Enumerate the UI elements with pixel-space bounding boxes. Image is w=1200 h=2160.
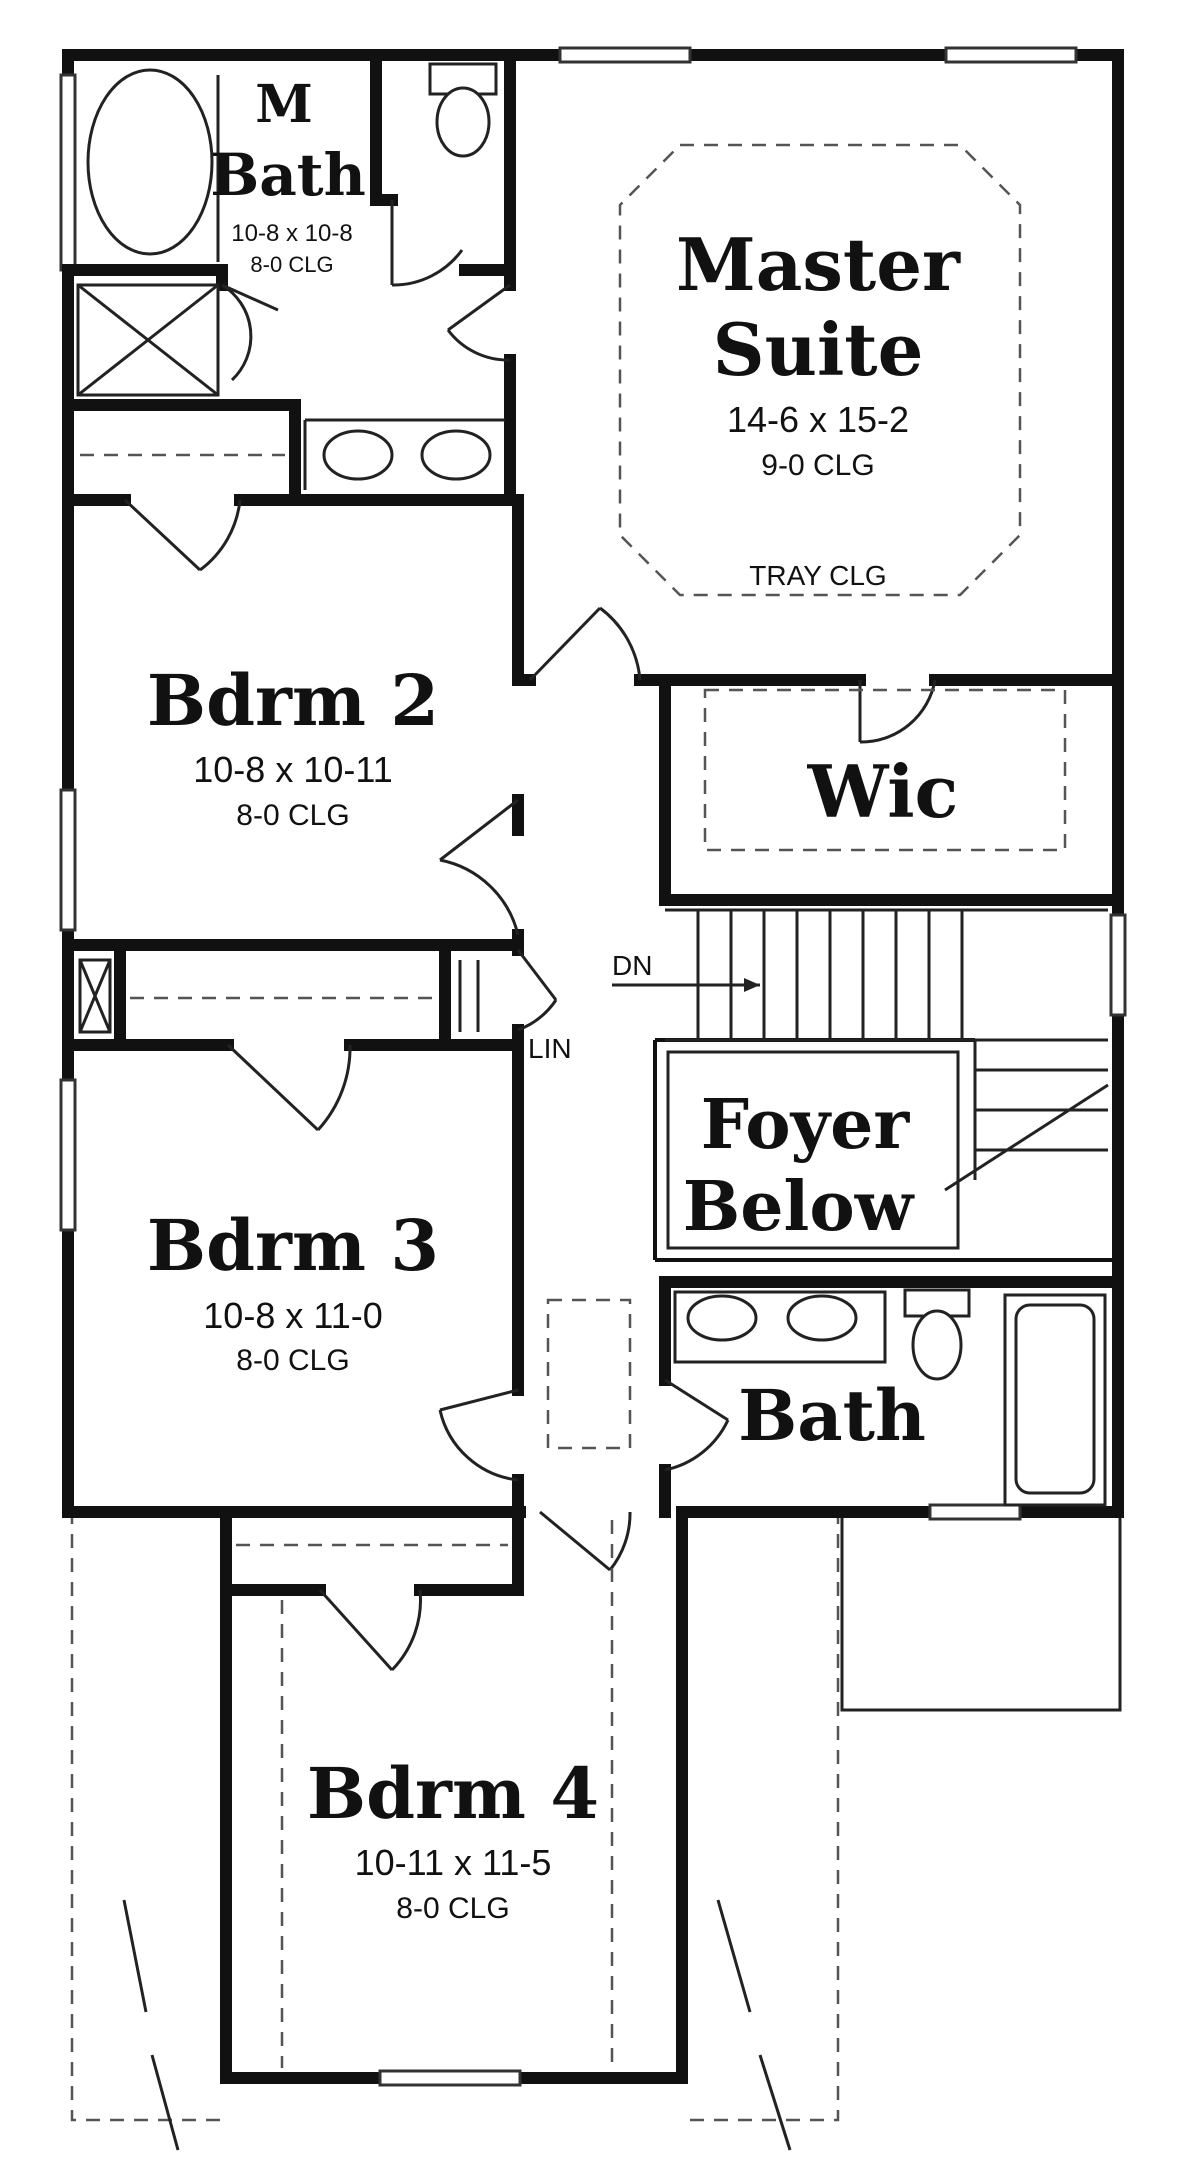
annotations: DN LIN	[528, 950, 652, 1064]
dashed-outlines	[80, 143, 1067, 2068]
master-suite-ceiling: 9-0 CLG	[761, 449, 874, 482]
bdrm3-ceiling: 8-0 CLG	[236, 1344, 349, 1377]
foyer-name-line1: Foyer	[701, 1085, 911, 1165]
bdrm4-size: 10-11 x 11-5	[355, 1842, 552, 1883]
room-foyer-below: Foyer Below	[683, 1085, 915, 1247]
linen-label: LIN	[528, 1033, 572, 1064]
master-suite-tray-ceiling: TRAY CLG	[749, 560, 886, 591]
room-bdrm4: Bdrm 4 10-11 x 11-5 8-0 CLG	[307, 1752, 599, 1925]
bdrm2-ceiling: 8-0 CLG	[236, 799, 349, 832]
bdrm3-size: 10-8 x 11-0	[203, 1295, 382, 1336]
bdrm3-name: Bdrm 3	[147, 1204, 439, 1287]
exterior-walls	[62, 49, 1124, 2084]
master-bath-name-line1: M	[255, 74, 313, 135]
bdrm2-size: 10-8 x 10-11	[193, 749, 392, 790]
bath-name: Bath	[738, 1374, 926, 1457]
master-suite-size: 14-6 x 15-2	[727, 399, 909, 440]
foyer-name-line2: Below	[683, 1167, 915, 1247]
master-suite-name-line1: Master	[676, 222, 961, 307]
fixtures	[76, 62, 1107, 1507]
stairs	[78, 908, 1109, 1192]
doors	[123, 200, 937, 1672]
bdrm4-name: Bdrm 4	[307, 1752, 599, 1835]
room-wic: Wic	[807, 749, 959, 834]
master-bath-size: 10-8 x 10-8	[231, 220, 352, 247]
wic-name: Wic	[807, 749, 959, 834]
master-bath-name-line2: Bath	[210, 141, 366, 209]
master-suite-name-line2: Suite	[713, 307, 924, 392]
bdrm2-name: Bdrm 2	[147, 659, 439, 742]
windows	[59, 46, 1127, 2087]
room-master-suite: Master Suite 14-6 x 15-2 9-0 CLG TRAY CL…	[676, 222, 961, 591]
interior-walls	[62, 49, 1124, 1596]
room-bdrm2: Bdrm 2 10-8 x 10-11 8-0 CLG	[147, 659, 439, 832]
bdrm4-ceiling: 8-0 CLG	[396, 1892, 509, 1925]
room-bdrm3: Bdrm 3 10-8 x 11-0 8-0 CLG	[147, 1204, 439, 1377]
room-master-bath: M Bath 10-8 x 10-8 8-0 CLG	[210, 74, 366, 277]
room-bath: Bath	[738, 1374, 926, 1457]
master-bath-ceiling: 8-0 CLG	[250, 252, 333, 277]
stair-down-label: DN	[612, 950, 652, 981]
